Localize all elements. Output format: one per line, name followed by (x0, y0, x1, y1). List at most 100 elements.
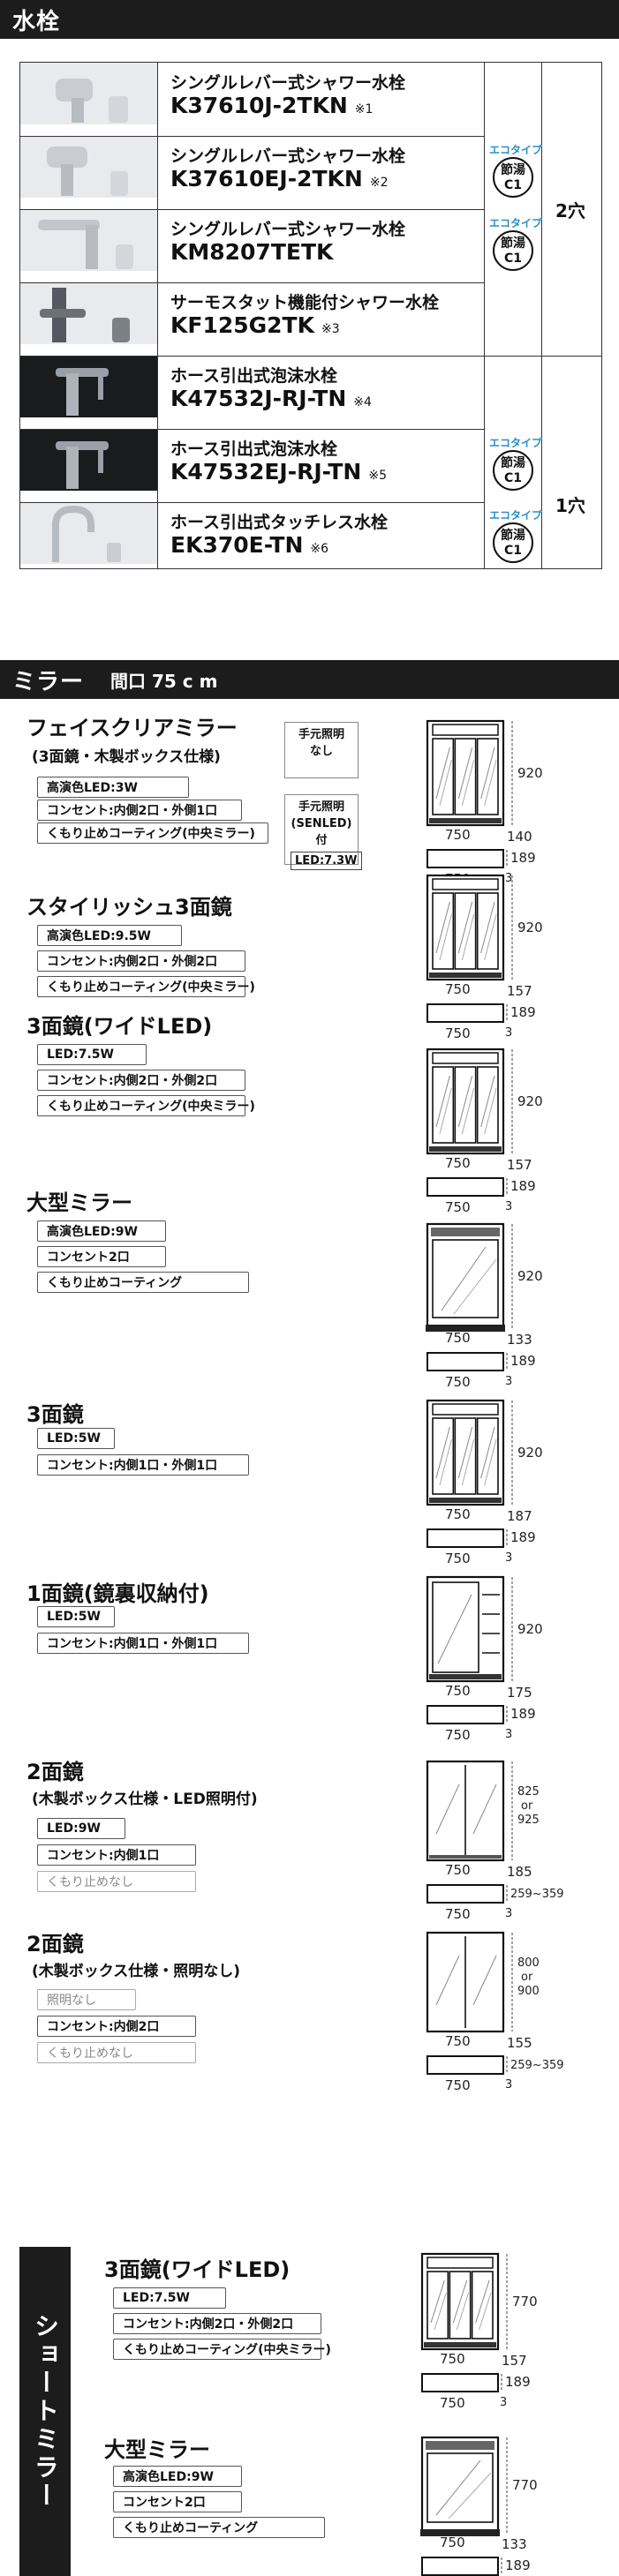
faucet-photo (20, 356, 157, 417)
side-box-line: 手元照明 (298, 800, 344, 814)
hand-light-none-box: 手元照明 なし (284, 722, 359, 778)
depth-dimension: 175 (507, 1685, 532, 1701)
shelf-width-dimension: 750 (445, 1906, 471, 1922)
spec-tag: LED:5W (37, 1606, 115, 1627)
faucet-code-text: KF125G2TK (170, 312, 314, 338)
row-divider (20, 429, 484, 430)
spec-tag: LED:9W (37, 1818, 125, 1839)
faucet-code: K37610EJ-2TKN ※2 (170, 166, 389, 192)
mirror-title: スタイリッシュ3面鏡 (26, 895, 232, 920)
holes-2: 2穴 (555, 200, 585, 222)
spec-tag: コンセント:内側2口・外側2口 (37, 1070, 245, 1091)
faucet-name: シングルレバー式シャワー水栓 (170, 220, 406, 239)
faucet-row: サーモスタット機能付シャワー水栓 KF125G2TK※3 (20, 282, 484, 344)
depth-dimension: 157 (507, 1157, 532, 1173)
width-dimension: 750 (440, 2535, 465, 2550)
mirror-subtitle: (3面鏡・木製ボックス仕様) (32, 748, 221, 766)
shelf-width-dimension: 750 (440, 2395, 465, 2411)
mirror-title: フェイスクリアミラー (26, 716, 238, 740)
faucet-code-text: K37610EJ-2TKN (170, 166, 363, 192)
holes-1: 1穴 (555, 495, 585, 516)
shelf-width-dimension: 750 (445, 1025, 471, 1041)
shelf-thickness-dimension: 3 (505, 2078, 512, 2092)
faucet-note: ※6 (310, 542, 329, 556)
shelf-dimension: 259~359 (510, 1888, 564, 1901)
spec-tag: くもり止めコーティング (37, 1272, 249, 1293)
eco-badge-line1: 節湯 (501, 163, 525, 177)
height-dimension: 920 (517, 920, 543, 935)
width-dimension: 750 (445, 981, 471, 997)
depth-dimension: 157 (502, 2353, 527, 2369)
shelf-dimension: 189 (505, 2557, 531, 2573)
eco-badge-line1: 節湯 (501, 529, 525, 543)
mirror-subtitle: (木製ボックス仕様・照明なし) (32, 1963, 241, 1980)
faucet-photo (20, 209, 157, 271)
column-divider (484, 63, 485, 568)
height-dimension: 920 (517, 1445, 543, 1461)
height-dimension: 920 (517, 1268, 543, 1284)
group-divider (20, 356, 601, 357)
eco-badge-label: エコタイプ (489, 509, 543, 522)
mirror-dimension-drawing: 920 750 157 189 750 3 (426, 874, 543, 1041)
width-dimension: 750 (445, 2033, 471, 2049)
height-dimension: 920 (517, 1093, 543, 1109)
width-dimension: 750 (445, 1683, 471, 1699)
faucet-row: ホース引出式泡沫水栓 K47532EJ-RJ-TN※5 (20, 429, 484, 491)
depth-dimension: 140 (507, 829, 532, 845)
shelf-dimension: 189 (510, 1004, 536, 1020)
mirror-title: 大型ミラー (26, 1190, 132, 1215)
hand-light-senled-box: 手元照明 (SENLED)付 LED:7.3W (284, 794, 362, 870)
faucet-row: ホース引出式タッチレス水栓 EK370E-TN ※6 (20, 502, 484, 564)
spec-tag: コンセント2口 (37, 1246, 166, 1267)
faucet-note: ※2 (369, 176, 389, 190)
faucet-note: ※1 (354, 102, 374, 116)
row-divider (20, 502, 484, 503)
faucet-code: EK370E-TN ※6 (170, 532, 328, 558)
faucet-code: K37610J-2TKN ※1 (170, 93, 373, 118)
mirror-dimension-drawing: 7707501331897503 (420, 2436, 538, 2576)
faucet-photo (20, 502, 157, 564)
faucet-name: ホース引出式泡沫水栓 (170, 366, 338, 386)
shelf-dimension: 189 (505, 2374, 531, 2390)
eco-badge-line1: 節湯 (501, 456, 525, 470)
mirror-title: 大型ミラー (104, 2437, 210, 2462)
eco-badge-label: エコタイプ (489, 144, 543, 156)
faucet-code-text: EK370E-TN (170, 532, 304, 558)
shelf-dimension: 259~359 (510, 2059, 564, 2072)
height-dimension-or: or (521, 1799, 533, 1813)
column-divider (541, 63, 542, 568)
faucet-row: シングルレバー式シャワー水栓 K37610EJ-2TKN※2 (20, 136, 484, 198)
width-dimension: 750 (445, 1330, 471, 1346)
height-dimension: 825 (517, 1785, 540, 1799)
faucet-name: ホース引出式タッチレス水栓 (170, 513, 389, 532)
height-dimension-alt: 900 (517, 1985, 540, 1998)
faucet-code: K47532EJ-RJ-TN※5 (170, 459, 387, 484)
faucet-row: シングルレバー式シャワー水栓 KM8207TETK (20, 209, 484, 271)
depth-dimension: 157 (507, 983, 532, 999)
spec-tag: コンセント:内側2口・外側2口 (113, 2313, 321, 2334)
shelf-dimension: 189 (510, 1529, 536, 1545)
shelf-width-dimension: 750 (445, 1551, 471, 1566)
mirror-subtitle: (木製ボックス仕様・LED照明付) (32, 1791, 258, 1808)
side-box-line: (SENLED)付 (291, 817, 352, 847)
depth-dimension: 185 (507, 1864, 532, 1880)
spec-tag: くもり止めコーティング (113, 2517, 325, 2538)
spec-tag: くもり止めコーティング(中央ミラー) (37, 822, 268, 844)
eco-badge-line2: C1 (503, 178, 522, 192)
spec-tag: 高演色LED:9.5W (37, 925, 182, 946)
faucet-code-text: K37610J-2TKN (170, 93, 348, 118)
shelf-thickness-dimension: 3 (505, 1375, 512, 1388)
faucet-code-text: KM8207TETK (170, 239, 334, 265)
shelf-thickness-dimension: 3 (505, 872, 512, 885)
mirror-section-title: ミラー (12, 668, 85, 695)
shelf-dimension: 189 (510, 1353, 536, 1369)
